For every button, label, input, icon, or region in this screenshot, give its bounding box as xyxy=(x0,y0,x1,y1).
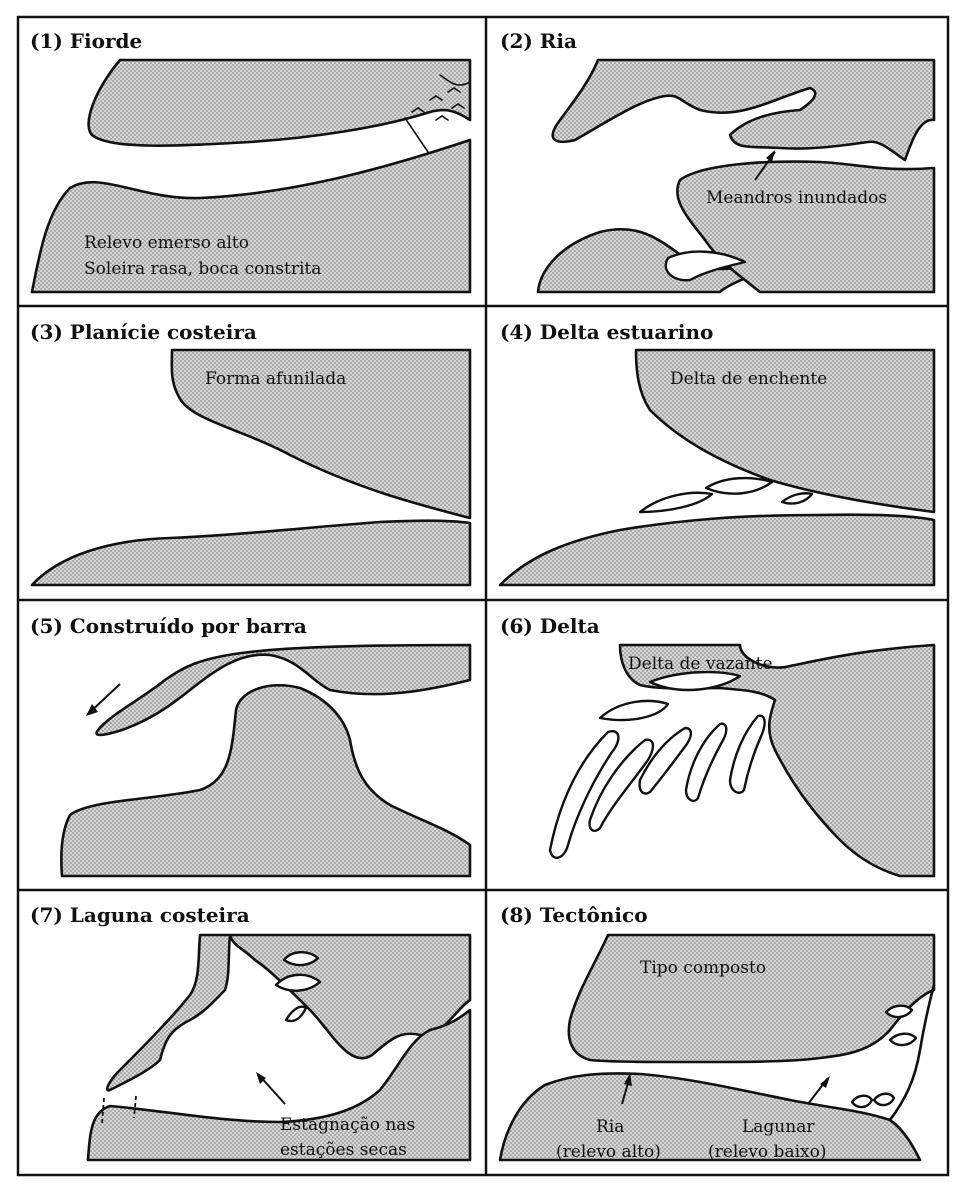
label-relevo: Relevo emerso alto xyxy=(84,233,249,253)
panel-delta-estuarino: (4) Delta estuarino Delta de enchente xyxy=(500,252,934,585)
label-estacoes-secas: estações secas xyxy=(280,1140,407,1160)
ebb-delta-island xyxy=(730,716,765,793)
panel-title: (1) Fiorde xyxy=(30,29,142,53)
panel-fiorde: (1) Fiorde Relevo emerso alto Soleira ra… xyxy=(30,29,470,292)
label-relevo-baixo: (relevo baixo) xyxy=(708,1142,826,1162)
label-lagunar: Lagunar xyxy=(742,1117,815,1137)
panel-laguna-costeira: (7) Laguna costeira Estagnação nas estaç… xyxy=(30,903,470,1160)
label-tipo-composto: Tipo composto xyxy=(640,958,766,978)
panel-planicie-costeira: (3) Planície costeira Forma afunilada xyxy=(30,320,470,585)
panel-tectonico: (8) Tectônico Tipo composto Ria (relevo … xyxy=(500,903,934,1162)
lagoon-island xyxy=(852,1096,872,1107)
lower-land-mass xyxy=(500,515,934,585)
panel-title: (3) Planície costeira xyxy=(30,320,257,344)
label-delta-vazante: Delta de vazante xyxy=(628,654,773,674)
label-meandros: Meandros inundados xyxy=(706,188,887,208)
panel-construido-por-barra: (5) Construído por barra xyxy=(30,614,470,876)
panel-title: (4) Delta estuarino xyxy=(500,320,713,344)
panel-title: (6) Delta xyxy=(500,614,600,638)
ebb-delta-island xyxy=(600,701,668,720)
upper-land-mass xyxy=(89,60,470,146)
label-forma-afunilada: Forma afunilada xyxy=(205,369,346,389)
lagoon-island xyxy=(284,952,318,965)
panel-title: (2) Ria xyxy=(500,29,577,53)
label-ria: Ria xyxy=(596,1117,624,1137)
label-soleira: Soleira rasa, boca constrita xyxy=(84,259,321,279)
flood-delta-island xyxy=(706,478,772,494)
panel-title: (5) Construído por barra xyxy=(30,614,307,638)
lagoon-island xyxy=(286,1007,306,1021)
upper-land-mass xyxy=(569,935,934,1062)
lagoon-island xyxy=(874,1094,894,1105)
label-delta-enchente: Delta de enchente xyxy=(670,369,827,389)
flood-delta-island xyxy=(782,493,812,503)
flood-delta-island xyxy=(640,493,712,512)
label-estagnacao: Estagnação nas xyxy=(280,1115,415,1135)
lower-land-mass xyxy=(32,521,470,585)
lagoon-island xyxy=(890,1034,916,1045)
panel-title: (7) Laguna costeira xyxy=(30,903,250,927)
panel-delta: (6) Delta Delta de vazante xyxy=(500,614,934,876)
ebb-delta-island xyxy=(686,724,726,801)
label-relevo-alto: (relevo alto) xyxy=(556,1142,661,1162)
upper-land-mass xyxy=(553,60,934,160)
panel-title: (8) Tectônico xyxy=(500,903,648,927)
